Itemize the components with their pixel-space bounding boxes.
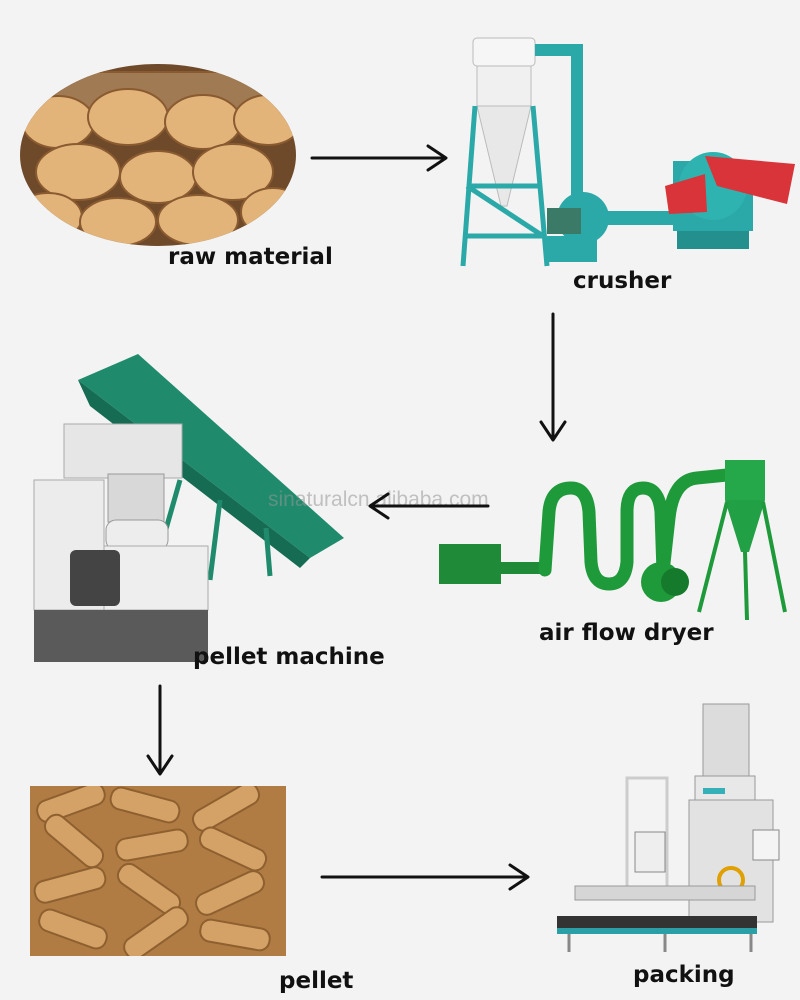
raw-material-image (18, 62, 298, 248)
packing-label: packing (633, 962, 735, 988)
crusher-image (455, 36, 795, 274)
arrow-crusher-to-dryer (539, 312, 567, 442)
pellet-image (30, 786, 286, 956)
raw-material-label: raw material (168, 244, 333, 270)
arrow-dryer-to-pellet-machine (368, 492, 490, 520)
pellet-label: pellet (279, 968, 354, 994)
packing-image (555, 702, 795, 956)
crusher-label: crusher (573, 268, 672, 294)
arrow-pellet-to-packing (320, 863, 530, 891)
arrow-raw-to-crusher (310, 144, 448, 172)
pellet-machine-label: pellet machine (193, 644, 385, 670)
air-flow-dryer-image (437, 452, 797, 624)
arrow-pellet-machine-to-pellet (146, 684, 174, 776)
pellet-machine-image (30, 350, 350, 666)
air-flow-dryer-label: air flow dryer (539, 620, 714, 646)
